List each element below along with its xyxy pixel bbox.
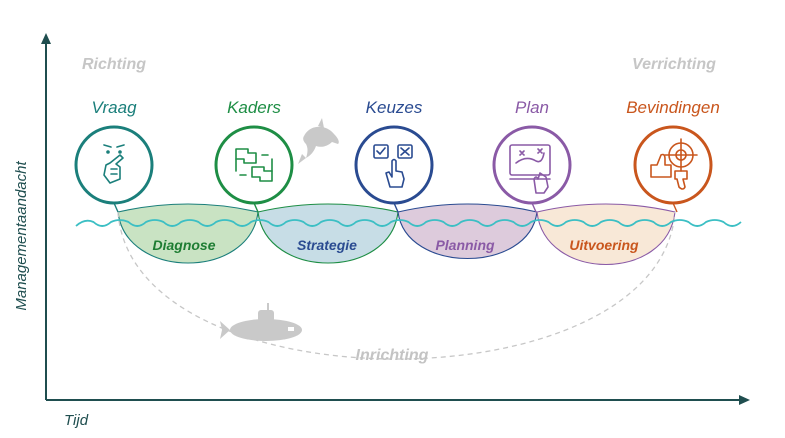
choice-checkbox-icon (373, 144, 413, 188)
phase-circle (633, 125, 713, 205)
target-feedback-icon (650, 138, 698, 190)
segment-bowl (117, 203, 259, 264)
phase-circle (214, 125, 294, 205)
inrichting-dashed-arc (117, 211, 676, 360)
segment-label-uitvoering: Uitvoering (569, 237, 639, 253)
phase-title-bevindingen: Bevindingen (626, 98, 720, 117)
segment-bowl (257, 203, 399, 264)
phase-circle (492, 125, 572, 205)
bottom-label-inrichting: Inrichting (355, 347, 429, 364)
corner-label-left: Richting (82, 56, 146, 73)
phase-circle (354, 125, 434, 205)
segment-label-diagnose: Diagnose (152, 237, 216, 253)
phase-title-kaders: Kaders (227, 98, 281, 117)
phase-stem (253, 202, 259, 213)
phase-title-plan: Plan (514, 98, 550, 117)
framing-hands-icon (235, 148, 273, 182)
y-axis-arrowhead (41, 33, 51, 44)
submarine-icon (220, 303, 302, 341)
axes (41, 33, 750, 405)
segment-bowls (117, 203, 676, 265)
segment-bowl (397, 203, 538, 260)
water-wave-line (75, 219, 742, 227)
phase-title-keuzes: Keuzes (365, 98, 423, 117)
phase-circle (74, 125, 154, 205)
x-axis-arrowhead (739, 395, 750, 405)
thinking-hand-icon (103, 144, 125, 184)
phase-stem (531, 202, 537, 213)
y-axis-label: Managementaandacht (13, 161, 30, 311)
phase-title-vraag: Vraag (91, 98, 137, 117)
x-axis-label: Tijd (64, 412, 89, 429)
strategy-board-icon (509, 144, 551, 194)
phase-stem (393, 202, 399, 213)
dolphin-icon (298, 118, 339, 164)
segment-label-planning: Planning (435, 237, 495, 253)
segment-label-strategie: Strategie (297, 237, 357, 253)
corner-label-right: Verrichting (632, 56, 716, 73)
phase-stem (113, 202, 119, 213)
phase-circles (74, 125, 713, 205)
phase-stem (672, 202, 678, 213)
segment-bowl (536, 203, 676, 265)
phase-stems (113, 202, 678, 213)
